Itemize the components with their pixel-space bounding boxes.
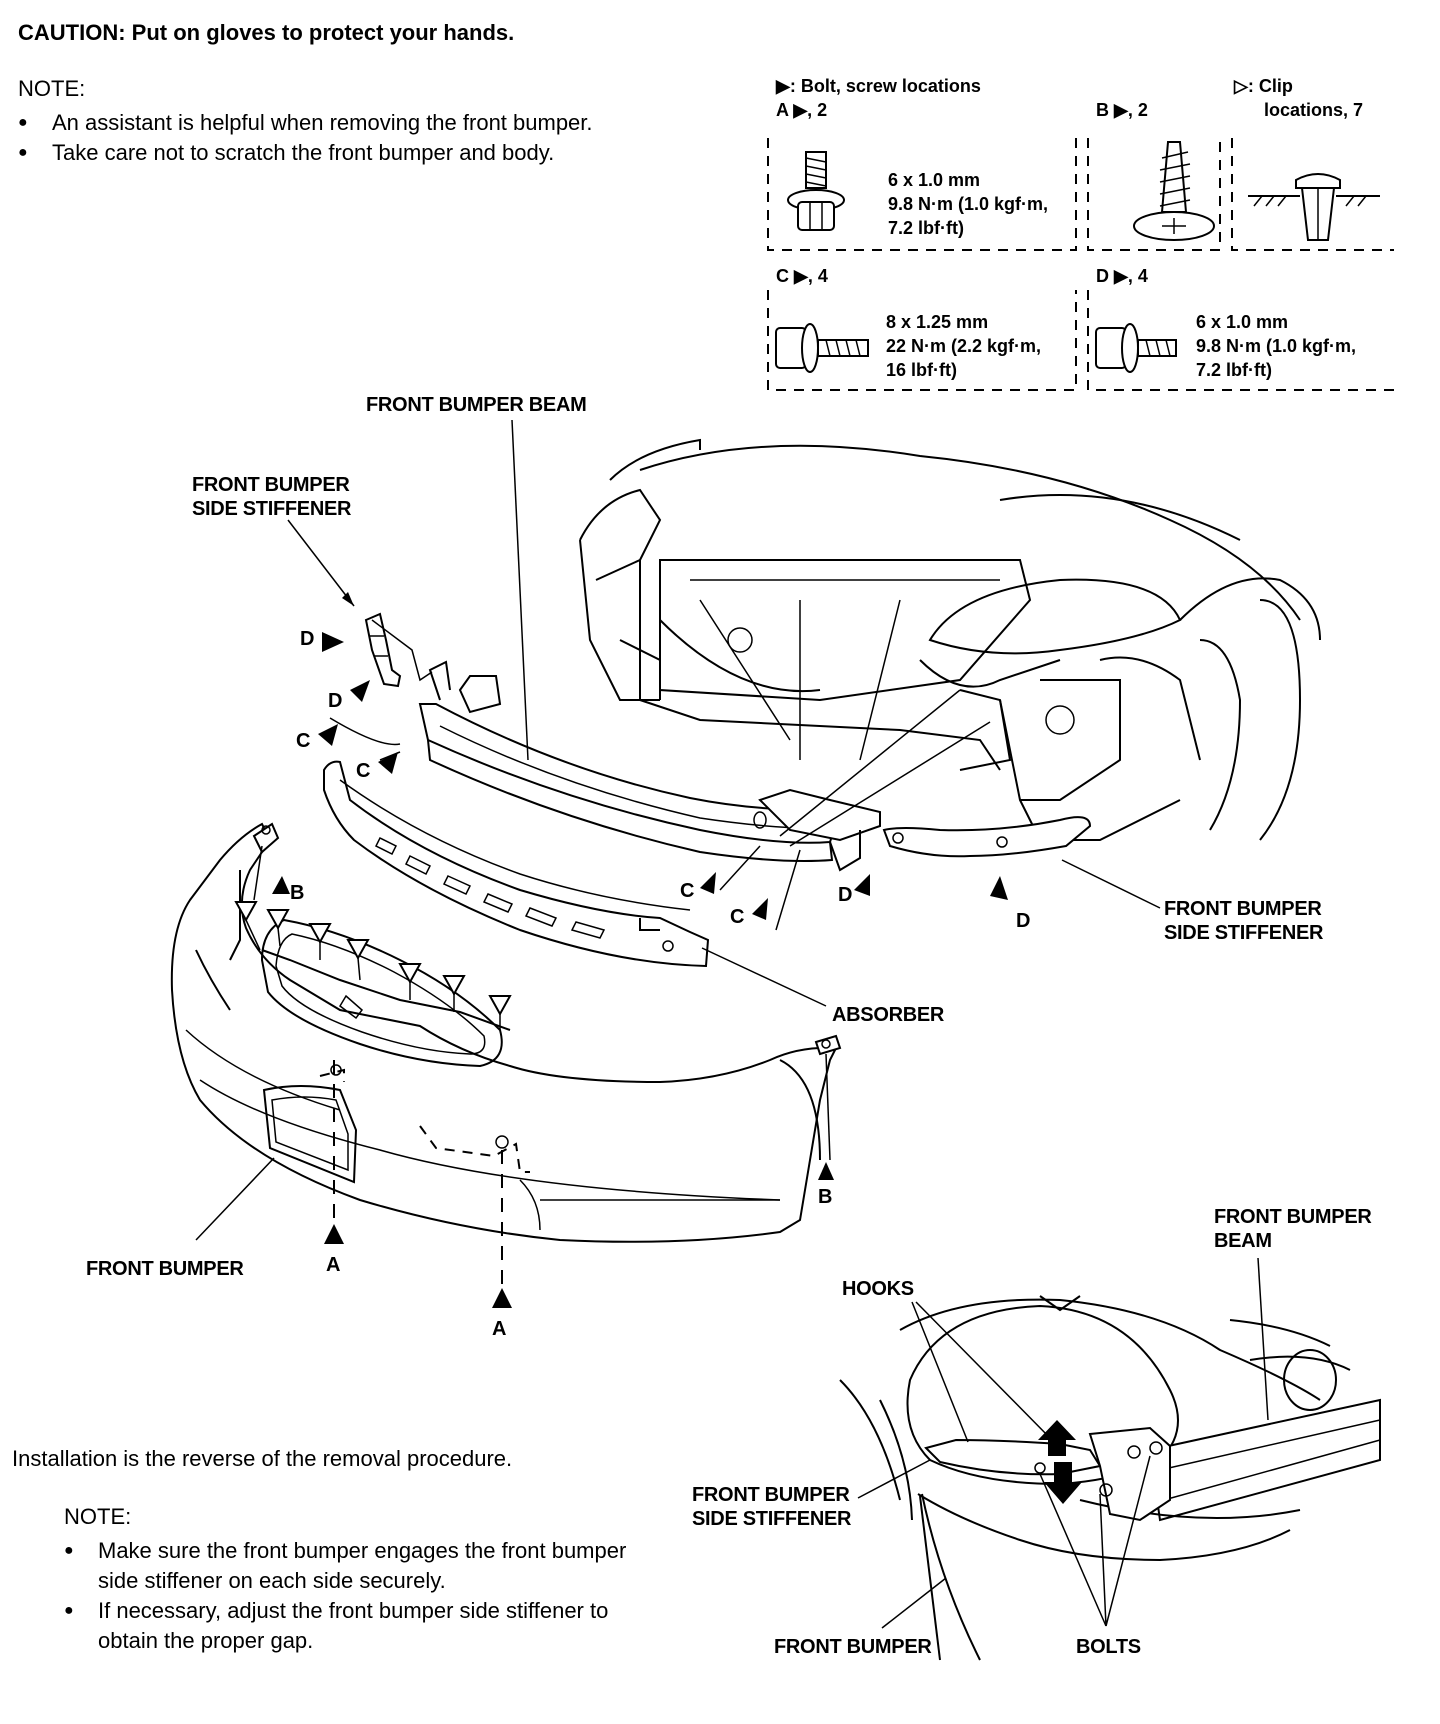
marker-d-2: D <box>328 690 343 712</box>
legend-clip-header-2: locations, 7 <box>1264 100 1364 120</box>
legend-b-label: B ▶, 2 <box>1096 100 1148 120</box>
legend-clip-header-1: ▷: Clip <box>1234 76 1293 96</box>
absorber-part <box>323 760 710 968</box>
label-side-stiffener-left-1: FRONT BUMPER <box>192 474 350 496</box>
label-front-bumper: FRONT BUMPER <box>86 1258 244 1280</box>
screw-b-icon <box>1133 141 1215 241</box>
install-text: Installation is the reverse of the remov… <box>12 1446 513 1471</box>
marker-a-1: A <box>326 1254 341 1276</box>
top-note-list: An assistant is helpful when removing th… <box>18 108 593 168</box>
clip-markers <box>234 845 512 1030</box>
front-bumper-beam-part <box>418 660 881 872</box>
top-note-item: An assistant is helpful when removing th… <box>18 108 593 138</box>
marker-b-2: B <box>818 1186 833 1208</box>
legend-a-spec: 6 x 1.0 mm 9.8 N·m (1.0 kgf·m, 7.2 lbf·f… <box>888 170 1049 238</box>
marker-c-4: C <box>730 906 745 928</box>
legend-d-spec: 6 x 1.0 mm 9.8 N·m (1.0 kgf·m, 7.2 lbf·f… <box>1196 312 1357 380</box>
install-note-heading: NOTE: <box>64 1504 132 1529</box>
label-detail-beam-2: BEAM <box>1214 1230 1272 1252</box>
label-front-bumper-beam: FRONT BUMPER BEAM <box>366 394 587 416</box>
label-hooks: HOOKS <box>842 1278 914 1300</box>
marker-a-2: A <box>492 1318 507 1340</box>
legend-c-spec: 8 x 1.25 mm 22 N·m (2.2 kgf·m, 16 lbf·ft… <box>886 312 1042 380</box>
bolt-c-icon <box>775 323 869 373</box>
marker-b-1: B <box>290 882 305 904</box>
marker-c-3: C <box>680 880 695 902</box>
clip-icon <box>1248 173 1380 241</box>
legend-c-label: C ▶, 4 <box>776 266 828 286</box>
caution-text: Put on gloves to protect your hands. <box>131 20 515 45</box>
label-side-stiffener-right-1: FRONT BUMPER <box>1164 898 1322 920</box>
bolt-markers <box>272 632 1008 1308</box>
label-detail-beam-1: FRONT BUMPER <box>1214 1206 1372 1228</box>
label-detail-stiffener-2: SIDE STIFFENER <box>692 1508 852 1530</box>
install-note-list: Make sure the front bumper engages the f… <box>64 1536 664 1656</box>
label-bolts: BOLTS <box>1076 1636 1141 1658</box>
caution-label: CAUTION: <box>18 20 126 45</box>
bolt-d-icon <box>1095 323 1177 373</box>
legend-d-label: D ▶, 4 <box>1096 266 1148 286</box>
bolt-a-icon <box>787 151 845 231</box>
marker-c-1: C <box>296 730 311 752</box>
detail-view <box>839 1257 1381 1661</box>
marker-d-4: D <box>1016 910 1031 932</box>
label-detail-stiffener-1: FRONT BUMPER <box>692 1484 850 1506</box>
marker-c-2: C <box>356 760 371 782</box>
marker-d-1: D <box>300 628 315 650</box>
legend-frame <box>767 138 1394 391</box>
label-side-stiffener-right-2: SIDE STIFFENER <box>1164 922 1324 944</box>
right-side-stiffener-part <box>882 816 1092 858</box>
car-body-outline <box>579 438 1321 841</box>
label-absorber: ABSORBER <box>832 1004 945 1026</box>
legend-bolt-header: ▶: Bolt, screw locations <box>776 76 981 96</box>
label-detail-bumper: FRONT BUMPER <box>774 1636 932 1658</box>
caution-line: CAUTION: Put on gloves to protect your h… <box>18 20 514 46</box>
marker-d-3: D <box>838 884 853 906</box>
left-side-stiffener-part <box>364 612 402 688</box>
legend-a-label: A ▶, 2 <box>776 100 828 120</box>
label-side-stiffener-left-2: SIDE STIFFENER <box>192 498 352 520</box>
install-note-item: Make sure the front bumper engages the f… <box>64 1536 664 1596</box>
install-note-item: If necessary, adjust the front bumper si… <box>64 1596 664 1656</box>
top-note-item: Take care not to scratch the front bumpe… <box>18 138 593 168</box>
top-note-heading: NOTE: <box>18 76 86 101</box>
